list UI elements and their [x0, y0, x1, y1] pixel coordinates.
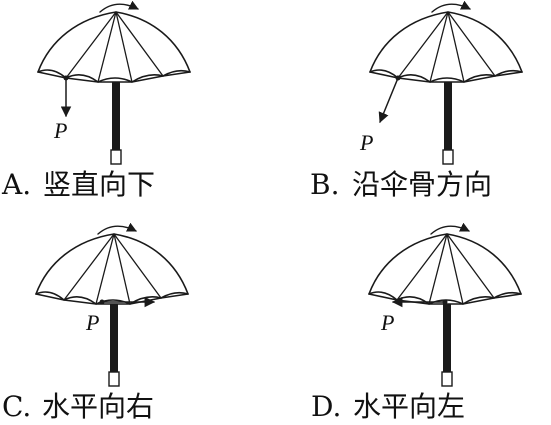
option-caption: 水平向右: [42, 390, 154, 423]
panel-b: P B. 沿伞骨方向: [310, 0, 523, 201]
umbrella-shaft: [112, 82, 120, 150]
umbrella-rib: [113, 233, 131, 305]
umbrella-rib: [396, 233, 448, 301]
option-caption: 竖直向下: [43, 168, 155, 201]
umbrella-handle: [442, 149, 454, 165]
umbrella-rib: [97, 11, 117, 83]
panel-c: P C. 水平向右: [2, 222, 189, 423]
umbrella-d: [368, 222, 522, 387]
umbrella-rib: [63, 233, 115, 301]
umbrella-shaft: [443, 304, 451, 372]
option-letter: A.: [1, 168, 31, 201]
umbrella-canopy: [35, 233, 189, 305]
umbrella-rib: [115, 11, 133, 83]
umbrella-b: [369, 0, 523, 165]
umbrella-handle: [110, 149, 122, 165]
umbrella-rib: [447, 11, 496, 77]
umbrella-scallop: [37, 69, 191, 83]
panel-d: P D. 水平向左: [311, 222, 522, 423]
umbrella-scallop: [369, 69, 523, 83]
umbrella-handle: [441, 371, 453, 387]
force-label: P: [53, 118, 67, 143]
option-caption: 沿伞骨方向: [352, 168, 492, 201]
force-label: P: [359, 130, 373, 155]
umbrella-shaft: [444, 82, 452, 150]
force-label: P: [380, 310, 394, 335]
force-arrow-along-rib: [378, 77, 399, 123]
umbrella-a: [37, 0, 191, 165]
rotation-arrow: [99, 0, 139, 13]
umbrella-rib: [447, 11, 465, 83]
option-letter: D.: [311, 390, 341, 423]
umbrella-rib: [446, 233, 464, 305]
umbrella-canopy: [368, 233, 522, 305]
umbrella-c: [35, 222, 189, 387]
option-letter: B.: [310, 168, 339, 201]
force-label: P: [85, 310, 99, 335]
umbrella-rib: [397, 11, 449, 79]
umbrella-rib: [113, 233, 162, 299]
umbrella-canopy: [369, 11, 523, 83]
umbrella-rib: [429, 11, 449, 83]
rotation-arrow: [430, 222, 470, 235]
option-caption: 水平向左: [353, 390, 465, 423]
umbrella-rib: [65, 11, 117, 79]
umbrella-rib: [446, 233, 495, 299]
option-letter: C.: [2, 390, 31, 423]
umbrella-rib: [428, 233, 448, 305]
umbrella-rib: [95, 233, 115, 305]
umbrella-canopy: [37, 11, 191, 83]
rotation-arrow: [431, 0, 471, 13]
umbrella-scallop: [35, 291, 189, 305]
panel-a: P A. 竖直向下: [1, 0, 191, 201]
umbrella-handle: [108, 371, 120, 387]
umbrella-shaft: [110, 304, 118, 372]
rotation-arrow: [97, 222, 137, 235]
umbrella-rib: [115, 11, 164, 77]
